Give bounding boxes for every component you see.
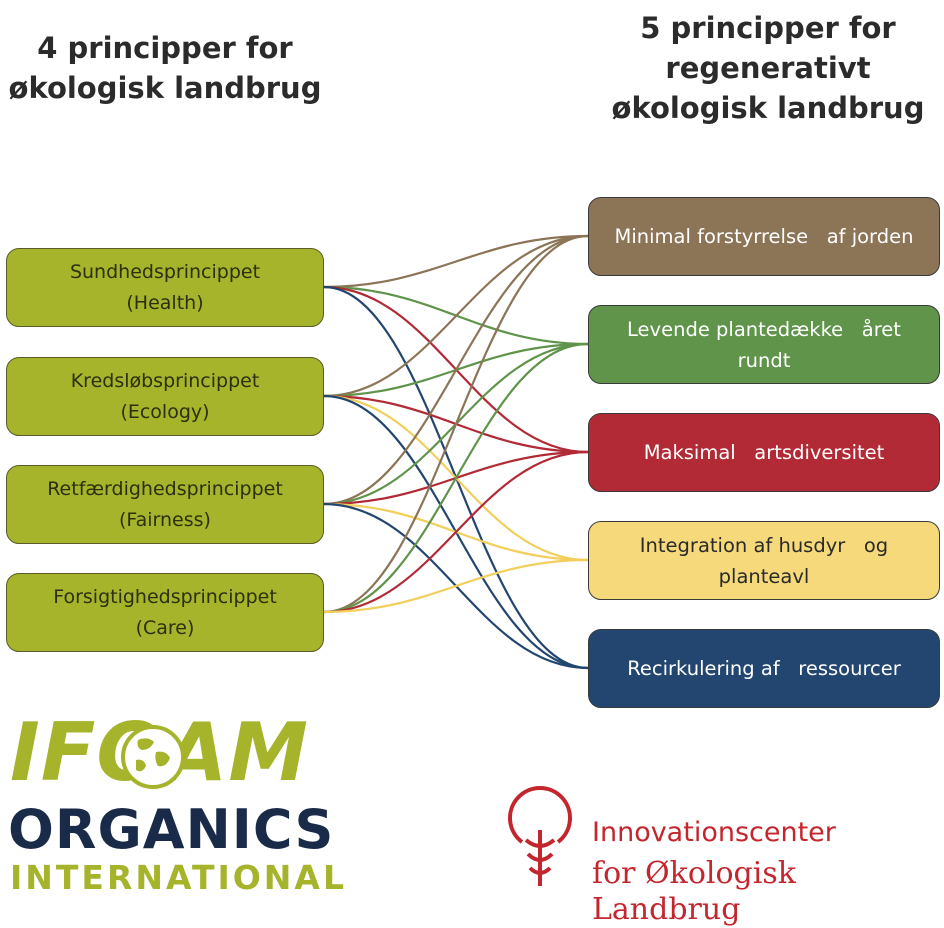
principle-name: Forsigtighedsprincippet: [53, 585, 277, 608]
left-heading-line: 4 principper for: [37, 31, 293, 65]
icoel-line1: Innovationscenter: [592, 817, 836, 848]
principle-name: Integration af husdyr og: [639, 533, 889, 557]
plant-circle-icon: [508, 786, 572, 886]
right-heading-line: regenerativt: [665, 51, 871, 85]
principle-name: Levende plantedække året: [627, 317, 901, 341]
connection-lines: [323, 234, 589, 670]
right-heading-line: økologisk landbrug: [611, 91, 925, 125]
right-heading: 5 principper for regenerativt økologisk …: [598, 8, 938, 128]
innovationscenter-logo: Innovationscenter for Økologisk Landbrug: [500, 780, 944, 927]
connection-ecology-minimal: [323, 234, 589, 398]
principle-english: (Health): [126, 291, 204, 314]
connection-health-minimal: [323, 234, 589, 289]
icoel-line2: for Økologisk Landbrug: [592, 856, 796, 927]
left-principle-health: Sundhedsprincippet (Health): [6, 248, 324, 327]
principle-name-cont: rundt: [737, 348, 791, 372]
left-principle-care: Forsigtighedsprincippet (Care): [6, 573, 324, 652]
right-principle-recirkulering: Recirkulering af ressourcer: [588, 629, 940, 708]
left-heading-line: økologisk landbrug: [8, 71, 322, 105]
principle-name: Minimal forstyrrelse af jorden: [614, 225, 914, 248]
principle-english: (Care): [135, 616, 195, 639]
left-principle-fairness: Retfærdighedsprincippet (Fairness): [6, 465, 324, 544]
principle-name: Kredsløbsprincippet: [70, 369, 260, 392]
right-principle-integration: Integration af husdyr og planteavl: [588, 521, 940, 600]
principle-english: (Fairness): [119, 508, 211, 531]
ifoam-organics-international-logo: IFOAM ORGANICS INTERNATIONAL: [0, 700, 344, 899]
connection-fairness-minimal: [323, 234, 589, 506]
organics-wordmark: ORGANICS: [8, 798, 335, 861]
globe-icon: [121, 725, 185, 789]
right-principle-levende: Levende plantedække året rundt: [588, 305, 940, 384]
principle-name: Sundhedsprincippet: [69, 260, 261, 283]
principle-name: Recirkulering af ressourcer: [627, 657, 901, 680]
right-heading-line: 5 principper for: [640, 11, 896, 45]
connection-care-maksimal: [323, 450, 589, 614]
left-principle-ecology: Kredsløbsprincippet (Ecology): [6, 357, 324, 436]
right-principle-maksimal: Maksimal artsdiversitet: [588, 413, 940, 492]
left-heading: 4 principper for økologisk landbrug: [0, 28, 330, 108]
connection-care-levende: [323, 342, 589, 614]
international-wordmark: INTERNATIONAL: [10, 858, 347, 897]
principle-english: (Ecology): [120, 400, 210, 423]
connection-care-integration: [323, 558, 589, 614]
principle-name: Retfærdighedsprincippet: [47, 477, 283, 500]
right-principle-minimal: Minimal forstyrrelse af jorden: [588, 197, 940, 276]
principle-name: Maksimal artsdiversitet: [643, 441, 885, 464]
principle-name-cont: planteavl: [718, 564, 810, 588]
connection-care-minimal: [323, 234, 589, 614]
